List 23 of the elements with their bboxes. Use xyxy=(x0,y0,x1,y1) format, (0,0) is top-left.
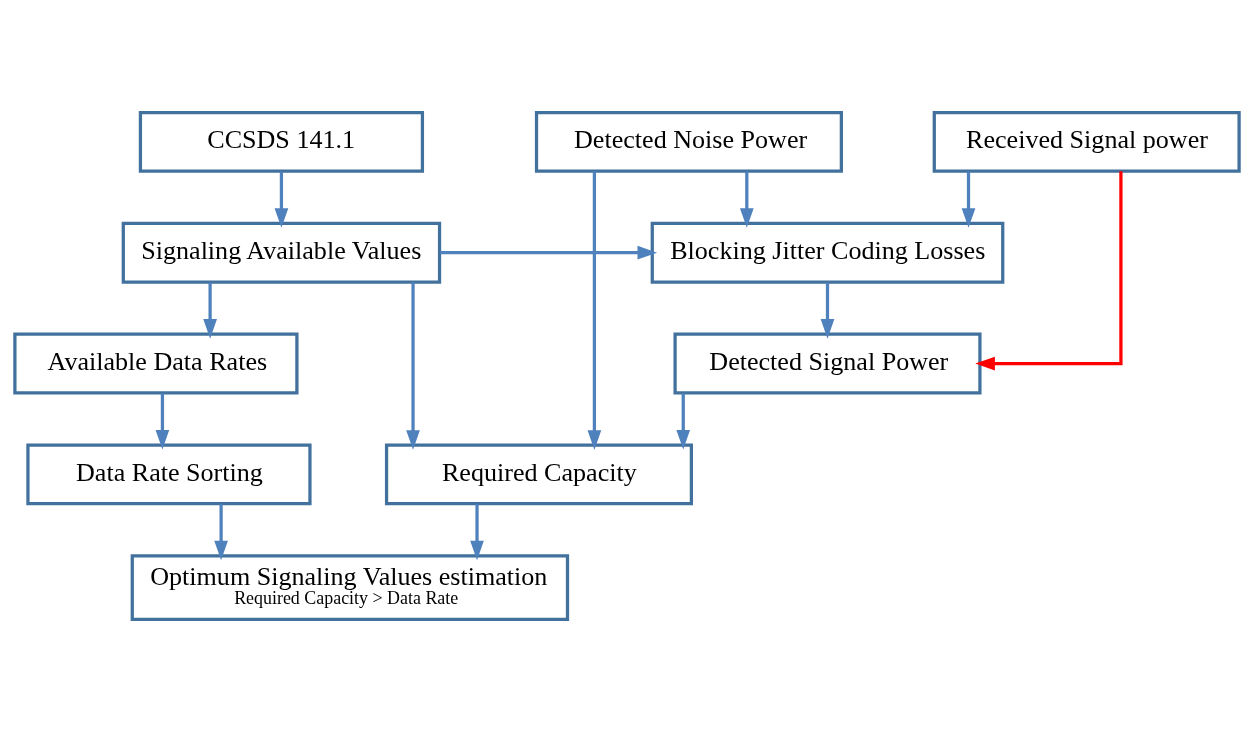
arrow xyxy=(676,392,691,450)
node-box: Signaling Available Values xyxy=(121,221,442,284)
arrow xyxy=(470,503,484,560)
node-box: Detected Signal Power xyxy=(673,332,982,395)
arrow xyxy=(440,245,658,260)
node-box: Data Rate Sorting xyxy=(26,442,312,505)
arrow xyxy=(961,171,976,228)
node-box: Required Capacity xyxy=(384,442,693,505)
node-box: Blocking Jitter Coding Losses xyxy=(650,221,1005,284)
arrow xyxy=(975,170,1123,370)
node-box: CCSDS 141.1 xyxy=(138,110,425,173)
node-box: Optimum Signaling Values estimation Required Capacity > Data Rate xyxy=(130,553,570,621)
node-box: Received Signal power xyxy=(932,110,1241,173)
arrow xyxy=(155,392,170,450)
arrow xyxy=(820,281,835,339)
node-box: Available Data Rates xyxy=(13,332,299,395)
arrow xyxy=(587,170,602,450)
node-box: Detected Noise Power xyxy=(534,110,843,173)
arrow xyxy=(214,503,228,560)
arrow xyxy=(406,281,420,450)
arrow xyxy=(274,171,289,228)
arrow xyxy=(739,171,754,228)
arrow xyxy=(203,281,217,339)
